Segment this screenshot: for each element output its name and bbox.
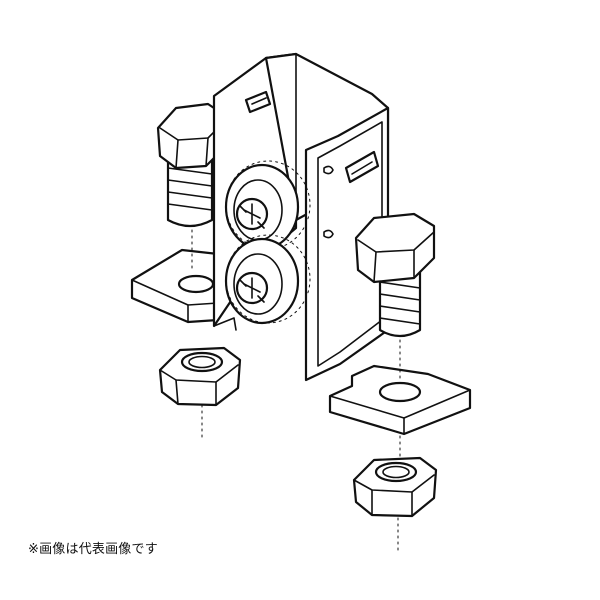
- foot-left: [130, 248, 220, 324]
- nut-right: [352, 435, 438, 553]
- washer-screw-upper[interactable]: [224, 160, 311, 251]
- washer-screw-lower[interactable]: [224, 234, 311, 325]
- u-bracket: [212, 52, 390, 382]
- disclaimer-caption: ※画像は代表画像です: [28, 542, 158, 557]
- foot-right: [328, 364, 472, 436]
- nut-left: [158, 346, 242, 441]
- bolt-right: [354, 212, 436, 381]
